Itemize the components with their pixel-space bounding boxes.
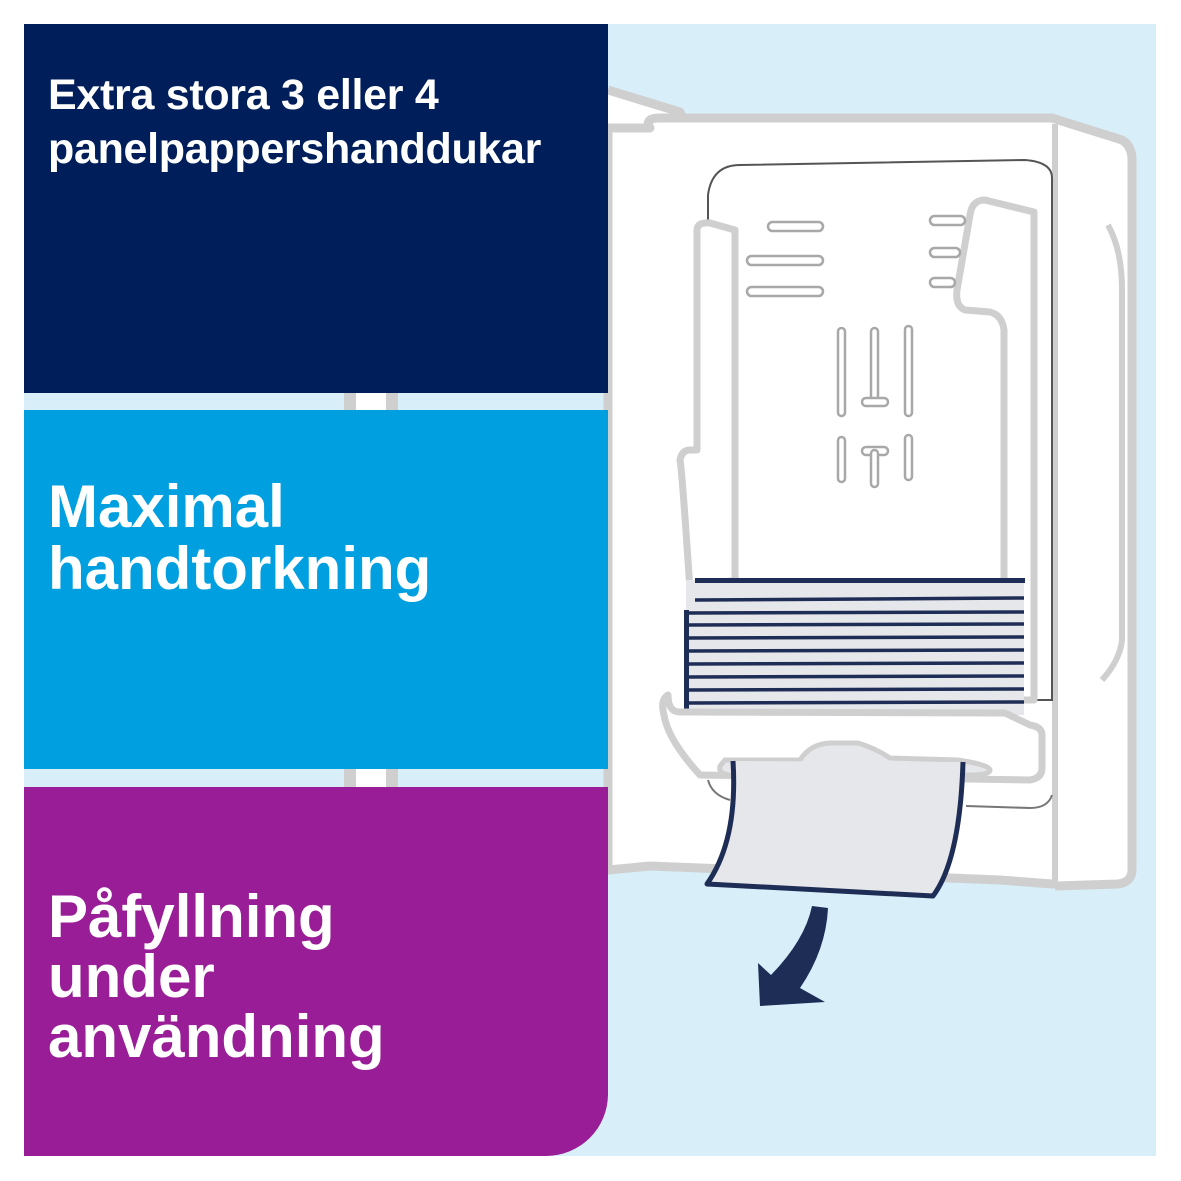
pull-arrow-icon [758,906,828,1006]
feature-box-refill: Påfyllning under användning [24,787,608,1156]
feature-title-3: Påfyllning under användning [48,883,385,1070]
feature-title-1: Extra stora 3 eller 4 panelpappershanddu… [48,71,542,173]
feature-box-extra-large: Extra stora 3 eller 4 panelpappershanddu… [24,24,608,393]
hanging-towel [707,761,963,896]
right-bracket [953,196,1038,704]
feature-title-2: Maximal handtorkning [48,473,432,602]
left-bracket [676,219,739,594]
towel-stack [684,578,1025,715]
feature-box-max-drying: Maximal handtorkning [24,410,608,769]
